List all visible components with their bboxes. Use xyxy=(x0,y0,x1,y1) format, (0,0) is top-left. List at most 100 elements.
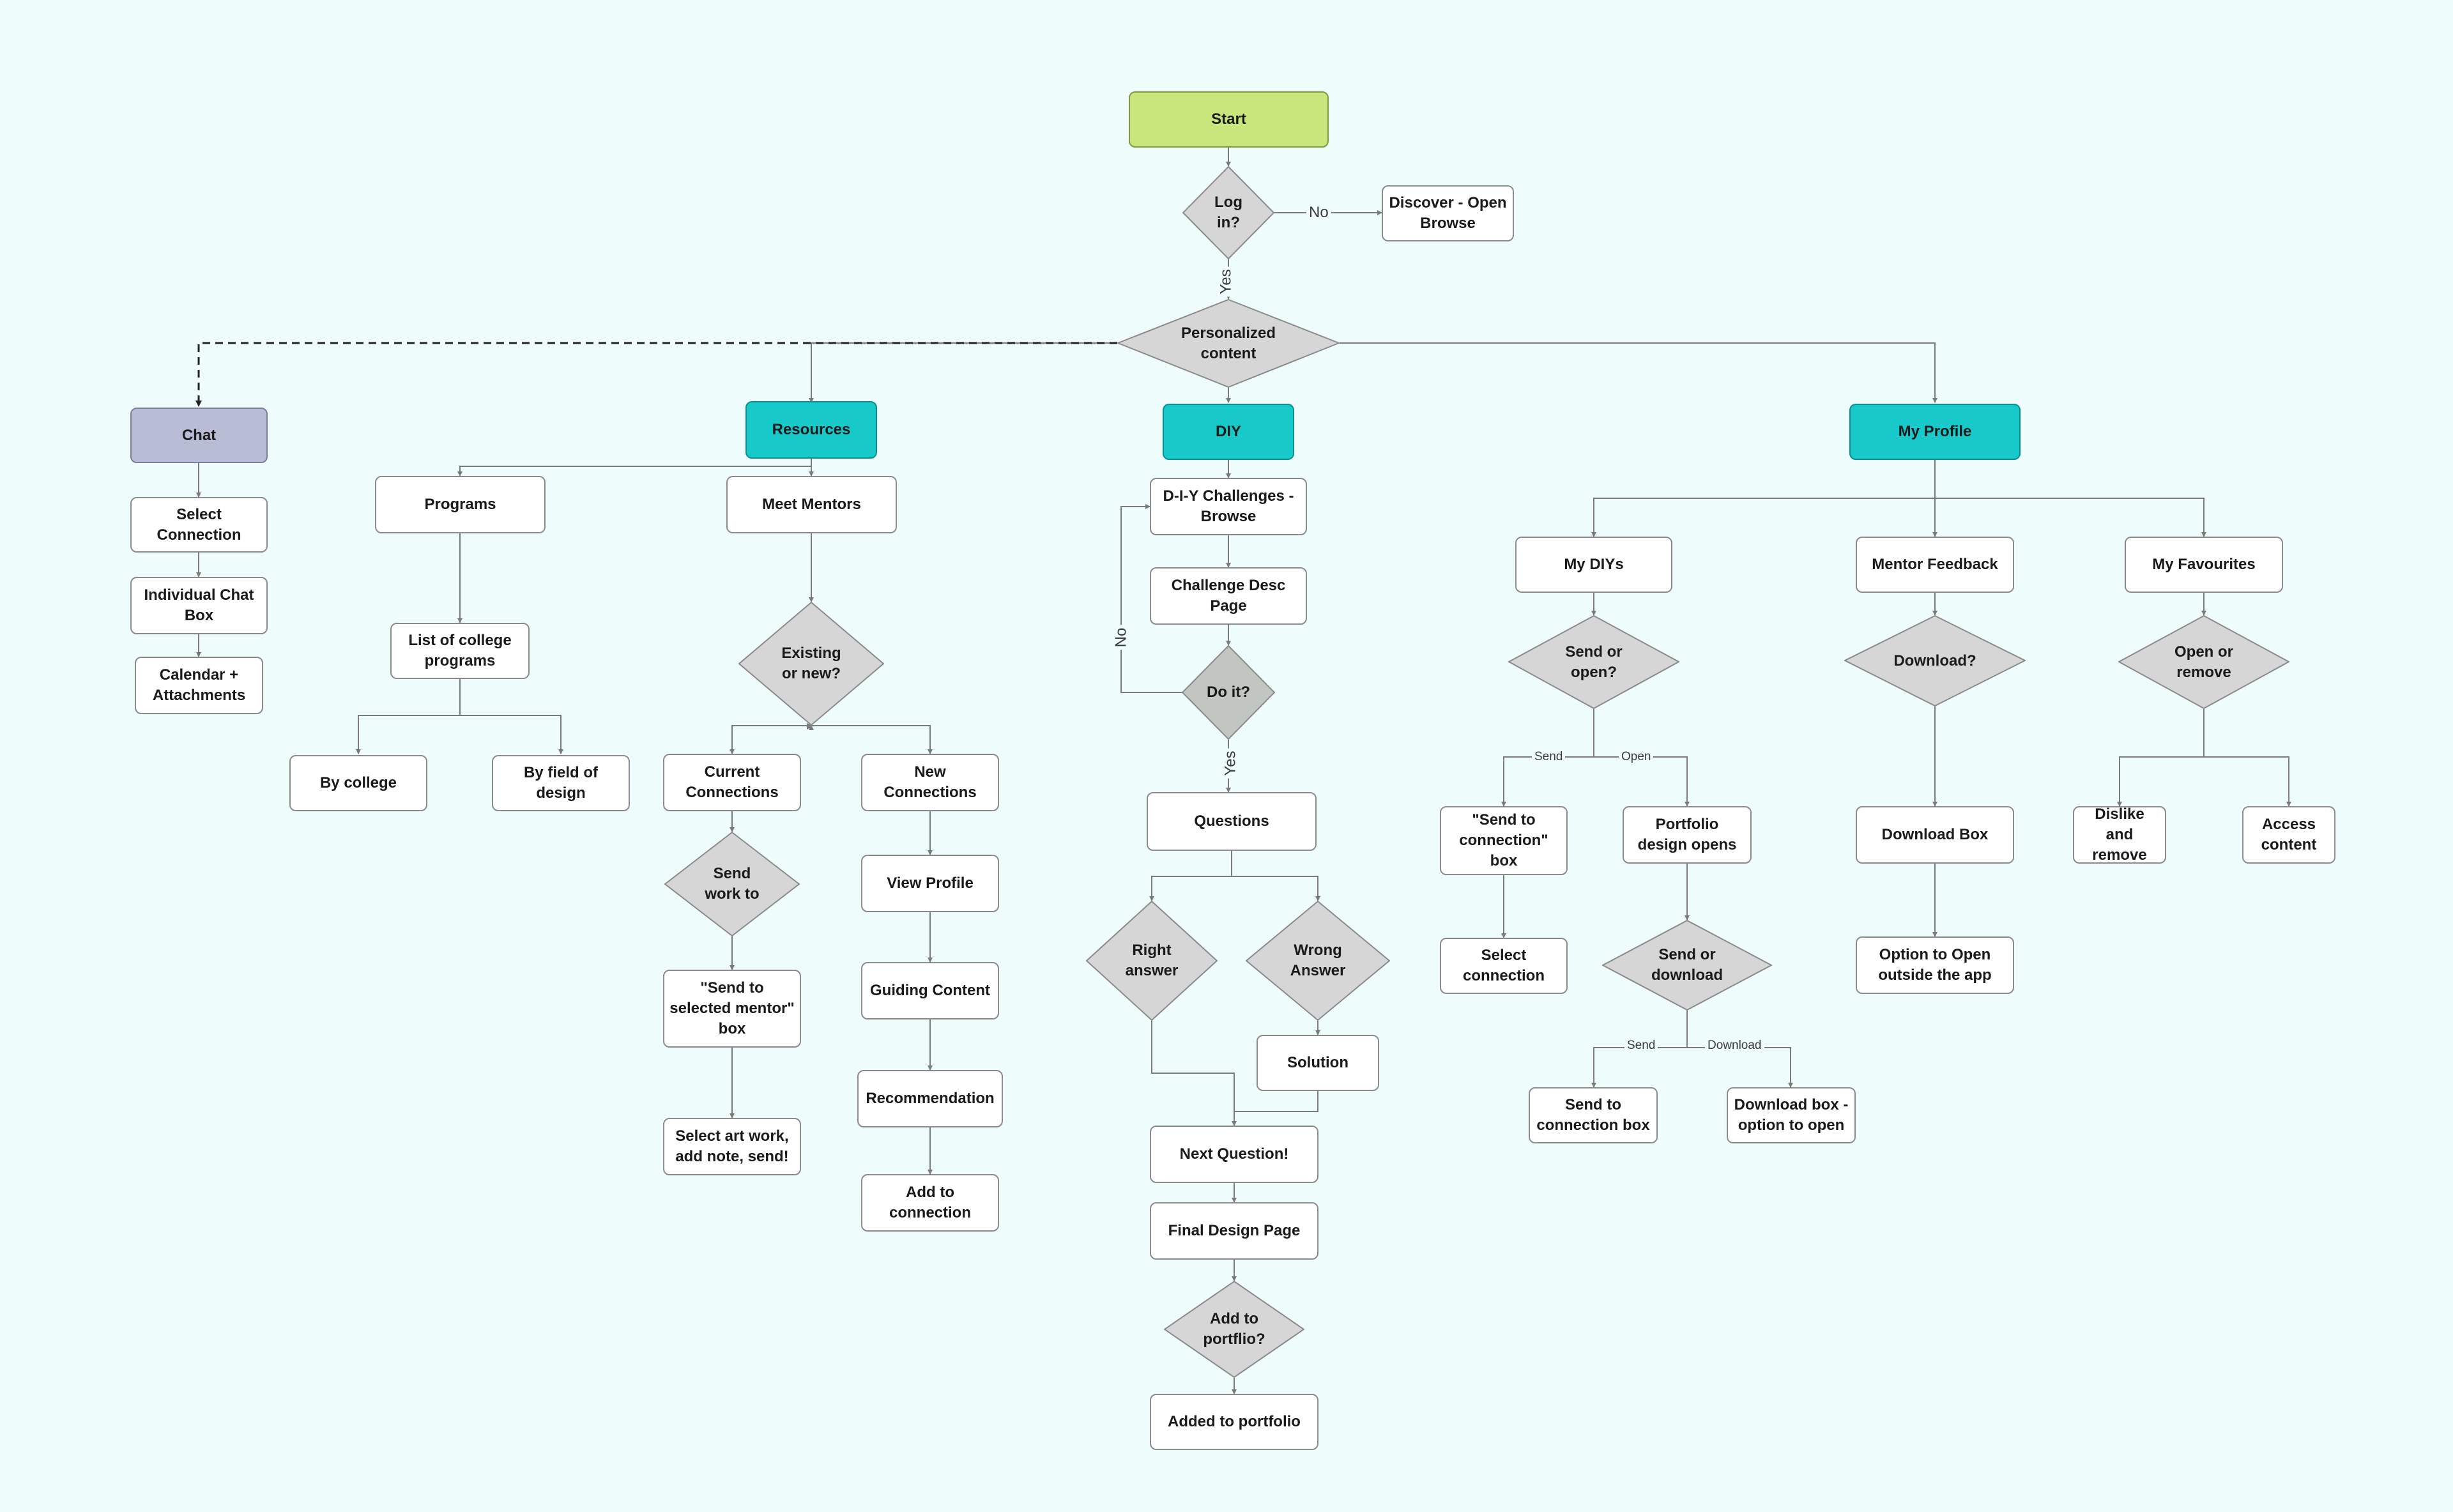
current-connections-label: Current Connections xyxy=(685,763,779,801)
resources-node: Resources xyxy=(745,401,877,459)
diy-node: DIY xyxy=(1163,404,1294,460)
portfolio-opens-label: Portfolio design opens xyxy=(1637,816,1737,853)
add-connection-node: Add to connection xyxy=(861,1174,999,1232)
individual-chat-node: Individual Chat Box xyxy=(130,577,268,634)
current-connections-node: Current Connections xyxy=(663,754,801,811)
diy-label: DIY xyxy=(1215,423,1241,440)
existing-new-label: Existing or new? xyxy=(781,645,841,682)
start-node: Start xyxy=(1129,91,1329,148)
by-college-node: By college xyxy=(289,755,427,811)
edge-label-send: Send xyxy=(1532,750,1566,764)
send-mentor-box-node: "Send to selected mentor" box xyxy=(663,970,801,1048)
view-profile-node: View Profile xyxy=(861,855,999,912)
dislike-label: Dislike and remove xyxy=(2092,806,2147,864)
portfolio-opens-node: Portfolio design opens xyxy=(1623,806,1752,864)
programs-label: Programs xyxy=(424,496,496,513)
my-favourites-node: My Favourites xyxy=(2125,537,2283,593)
chat-node: Chat xyxy=(130,408,268,463)
send-to-connection-box-label: Send to connection box xyxy=(1536,1096,1650,1134)
download-box-node: Download Box xyxy=(1856,806,2014,864)
send-open-decision: Send or open? xyxy=(1508,615,1679,709)
final-design-node: Final Design Page xyxy=(1150,1202,1318,1260)
guiding-content-node: Guiding Content xyxy=(861,962,999,1019)
open-remove-label: Open or remove xyxy=(2174,643,2233,681)
add-connection-label: Add to connection xyxy=(889,1184,971,1221)
new-connections-label: New Connections xyxy=(883,763,977,801)
recommendation-label: Recommendation xyxy=(866,1090,995,1107)
select-art-node: Select art work, add note, send! xyxy=(663,1118,801,1175)
individual-chat-label: Individual Chat Box xyxy=(144,586,254,624)
send-work-label: Send work to xyxy=(705,865,760,903)
send-connection-box-label: "Send to connection" box xyxy=(1459,811,1548,869)
list-programs-node: List of college programs xyxy=(390,623,530,679)
questions-label: Questions xyxy=(1194,813,1269,830)
option-open-label: Option to Open outside the app xyxy=(1878,946,1992,984)
download-decision: Download? xyxy=(1844,615,2026,706)
chat-label: Chat xyxy=(181,426,217,444)
send-open-label: Send or open? xyxy=(1565,643,1623,681)
by-college-label: By college xyxy=(319,774,397,791)
existing-new-decision: Existing or new? xyxy=(738,602,884,726)
login-label: Log in? xyxy=(1214,194,1242,231)
next-question-node: Next Question! xyxy=(1150,1126,1318,1183)
select-art-label: Select art work, add note, send! xyxy=(675,1127,789,1165)
resources-label: Resources xyxy=(772,421,851,438)
my-diys-label: My DIYs xyxy=(1564,556,1624,573)
open-remove-decision: Open or remove xyxy=(2118,615,2289,709)
discover-label: Discover - Open Browse xyxy=(1389,194,1507,232)
edge-label-no-doit: No xyxy=(1112,625,1130,650)
access-node: Access content xyxy=(2242,806,2335,864)
mentor-feedback-label: Mentor Feedback xyxy=(1872,556,1998,573)
send-download-label: Send or download xyxy=(1651,946,1723,984)
mentor-feedback-node: Mentor Feedback xyxy=(1856,537,2014,593)
calendar-node: Calendar + Attachments xyxy=(135,657,263,714)
dislike-node: Dislike and remove xyxy=(2073,806,2166,864)
discover-node: Discover - Open Browse xyxy=(1382,185,1514,241)
guiding-content-label: Guiding Content xyxy=(870,982,990,999)
programs-node: Programs xyxy=(375,476,546,533)
select-connection2-node: Select connection xyxy=(1440,938,1568,994)
solution-label: Solution xyxy=(1287,1054,1349,1071)
my-profile-node: My Profile xyxy=(1849,404,2021,460)
add-portfolio-label: Add to portflio? xyxy=(1203,1310,1265,1348)
send-connection-box-node: "Send to connection" box xyxy=(1440,806,1568,875)
download-box-open-node: Download box - option to open xyxy=(1727,1087,1856,1143)
download-box-open-label: Download box - option to open xyxy=(1734,1096,1849,1134)
edge-label-send-2: Send xyxy=(1624,1039,1658,1053)
diy-browse-node: D-I-Y Challenges - Browse xyxy=(1150,478,1307,535)
diy-browse-label: D-I-Y Challenges - Browse xyxy=(1163,487,1294,525)
do-it-label: Do it? xyxy=(1207,683,1250,701)
recommendation-node: Recommendation xyxy=(857,1070,1003,1127)
edge-label-yes: Yes xyxy=(1218,266,1235,297)
personalized-label: Personalized content xyxy=(1181,324,1276,362)
start-label: Start xyxy=(1211,111,1246,128)
do-it-decision: Do it? xyxy=(1182,645,1275,740)
final-design-label: Final Design Page xyxy=(1168,1222,1301,1239)
wrong-answer-label: Wrong Answer xyxy=(1290,942,1346,979)
new-connections-node: New Connections xyxy=(861,754,999,811)
challenge-desc-node: Challenge Desc Page xyxy=(1150,567,1307,625)
access-label: Access content xyxy=(2261,816,2317,853)
send-work-decision: Send work to xyxy=(664,832,800,936)
calendar-label: Calendar + Attachments xyxy=(152,666,246,704)
view-profile-label: View Profile xyxy=(887,874,974,892)
my-favourites-label: My Favourites xyxy=(2152,556,2256,573)
download-box-label: Download Box xyxy=(1881,826,1989,843)
meet-mentors-label: Meet Mentors xyxy=(762,496,861,513)
login-decision: Log in? xyxy=(1182,166,1274,259)
select-connection-node: Select Connection xyxy=(130,497,268,553)
list-programs-label: List of college programs xyxy=(408,632,512,669)
send-mentor-box-label: "Send to selected mentor" box xyxy=(669,979,795,1037)
by-field-label: By field of design xyxy=(523,764,598,802)
send-download-decision: Send or download xyxy=(1602,920,1772,1011)
challenge-desc-label: Challenge Desc Page xyxy=(1171,577,1286,615)
added-portfolio-label: Added to portfolio xyxy=(1168,1413,1301,1430)
edge-label-open: Open xyxy=(1619,750,1654,764)
edge-label-no: No xyxy=(1306,204,1331,221)
personalized-decision: Personalized content xyxy=(1117,299,1340,388)
my-diys-node: My DIYs xyxy=(1515,537,1672,593)
add-portfolio-decision: Add to portflio? xyxy=(1164,1281,1304,1378)
option-open-node: Option to Open outside the app xyxy=(1856,936,2014,994)
